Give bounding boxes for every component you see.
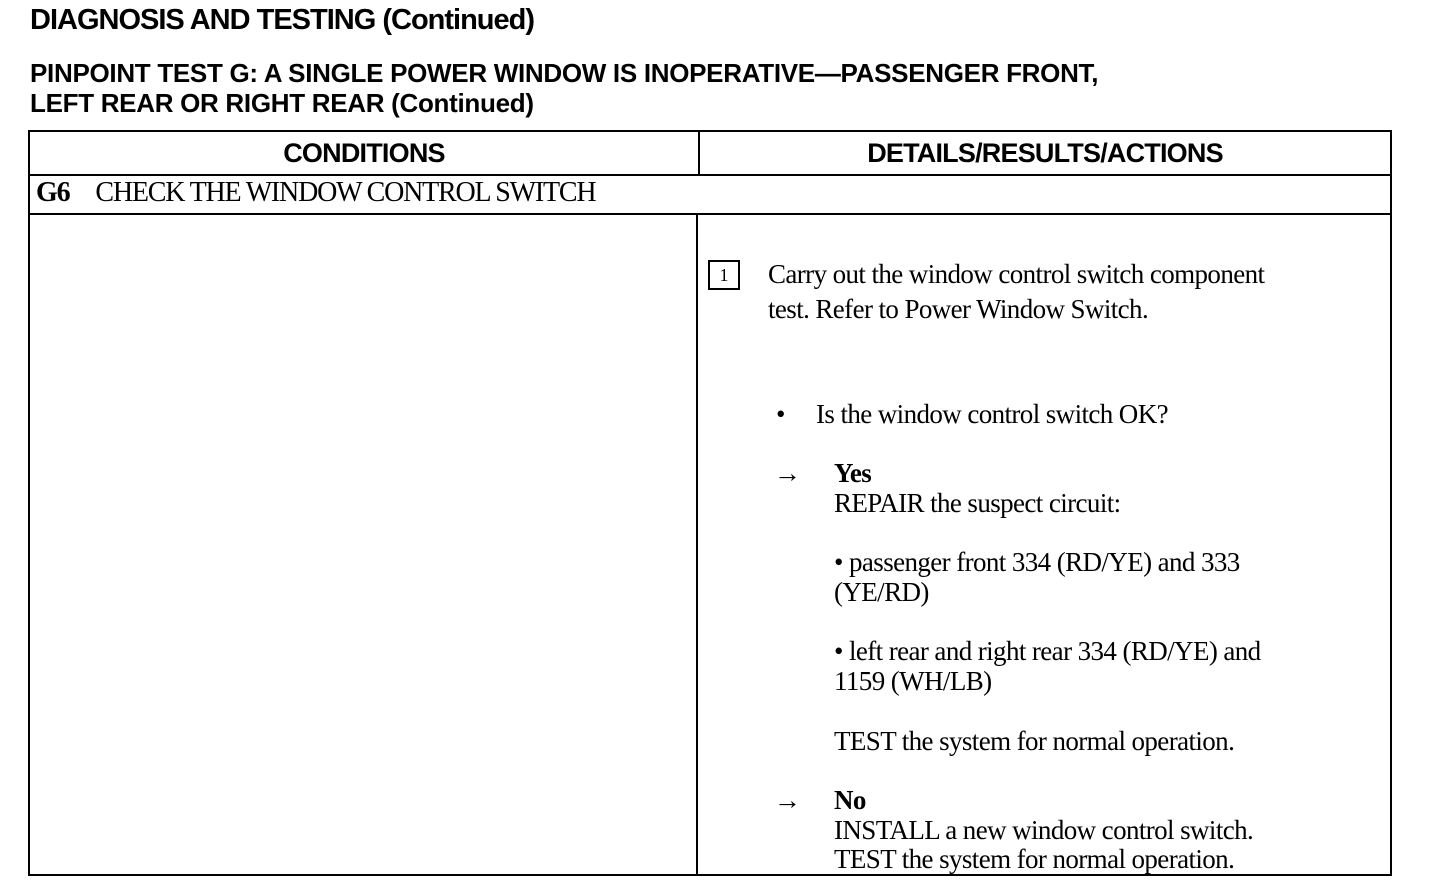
- question-bullet: •: [776, 399, 785, 429]
- yes-label: Yes: [834, 458, 872, 488]
- action-number-box: 1: [708, 260, 740, 290]
- step-row-bottom-rule: [30, 213, 1390, 215]
- header-divider: [698, 132, 700, 174]
- yes-arrow-icon: →: [774, 458, 801, 488]
- no-label: No: [834, 785, 866, 815]
- body-divider: [696, 213, 698, 874]
- circuit-item-1-line-1: • passenger front 334 (RD/YE) and 333: [834, 547, 1240, 577]
- action-text-line-1: Carry out the window control switch comp…: [768, 259, 1265, 289]
- pinpoint-test-table: CONDITIONS DETAILS/RESULTS/ACTIONS G6 CHE…: [28, 130, 1392, 876]
- pinpoint-test-title: PINPOINT TEST G: A SINGLE POWER WINDOW I…: [30, 58, 1098, 118]
- action-text-line-2: test. Refer to Power Window Switch.: [768, 294, 1149, 324]
- column-header-details: DETAILS/RESULTS/ACTIONS: [867, 138, 1223, 168]
- test-title-line-1: PINPOINT TEST G: A SINGLE POWER WINDOW I…: [30, 58, 1099, 88]
- circuit-item-1-line-2: (YE/RD): [834, 577, 929, 607]
- circuit-item-2-line-1: • left rear and right rear 334 (RD/YE) a…: [834, 636, 1261, 666]
- column-header-conditions: CONDITIONS: [283, 138, 445, 168]
- step-title-row: G6 CHECK THE WINDOW CONTROL SWITCH: [36, 177, 597, 209]
- step-id: G6: [36, 177, 71, 208]
- circuit-item-2-line-2: 1159 (WH/LB): [834, 666, 992, 696]
- no-install-line: INSTALL a new window control switch.: [834, 815, 1254, 845]
- question-text: Is the window control switch OK?: [816, 399, 1169, 429]
- section-title: DIAGNOSIS AND TESTING (Continued): [30, 4, 535, 36]
- no-test-line: TEST the system for normal operation.: [834, 844, 1235, 874]
- yes-test-line: TEST the system for normal operation.: [834, 726, 1235, 756]
- test-title-line-2: LEFT REAR OR RIGHT REAR (Continued): [30, 88, 534, 118]
- step-title: CHECK THE WINDOW CONTROL SWITCH: [95, 177, 596, 208]
- header-bottom-rule: [30, 174, 1390, 176]
- yes-repair-line: REPAIR the suspect circuit:: [834, 488, 1121, 518]
- no-arrow-icon: →: [774, 785, 801, 815]
